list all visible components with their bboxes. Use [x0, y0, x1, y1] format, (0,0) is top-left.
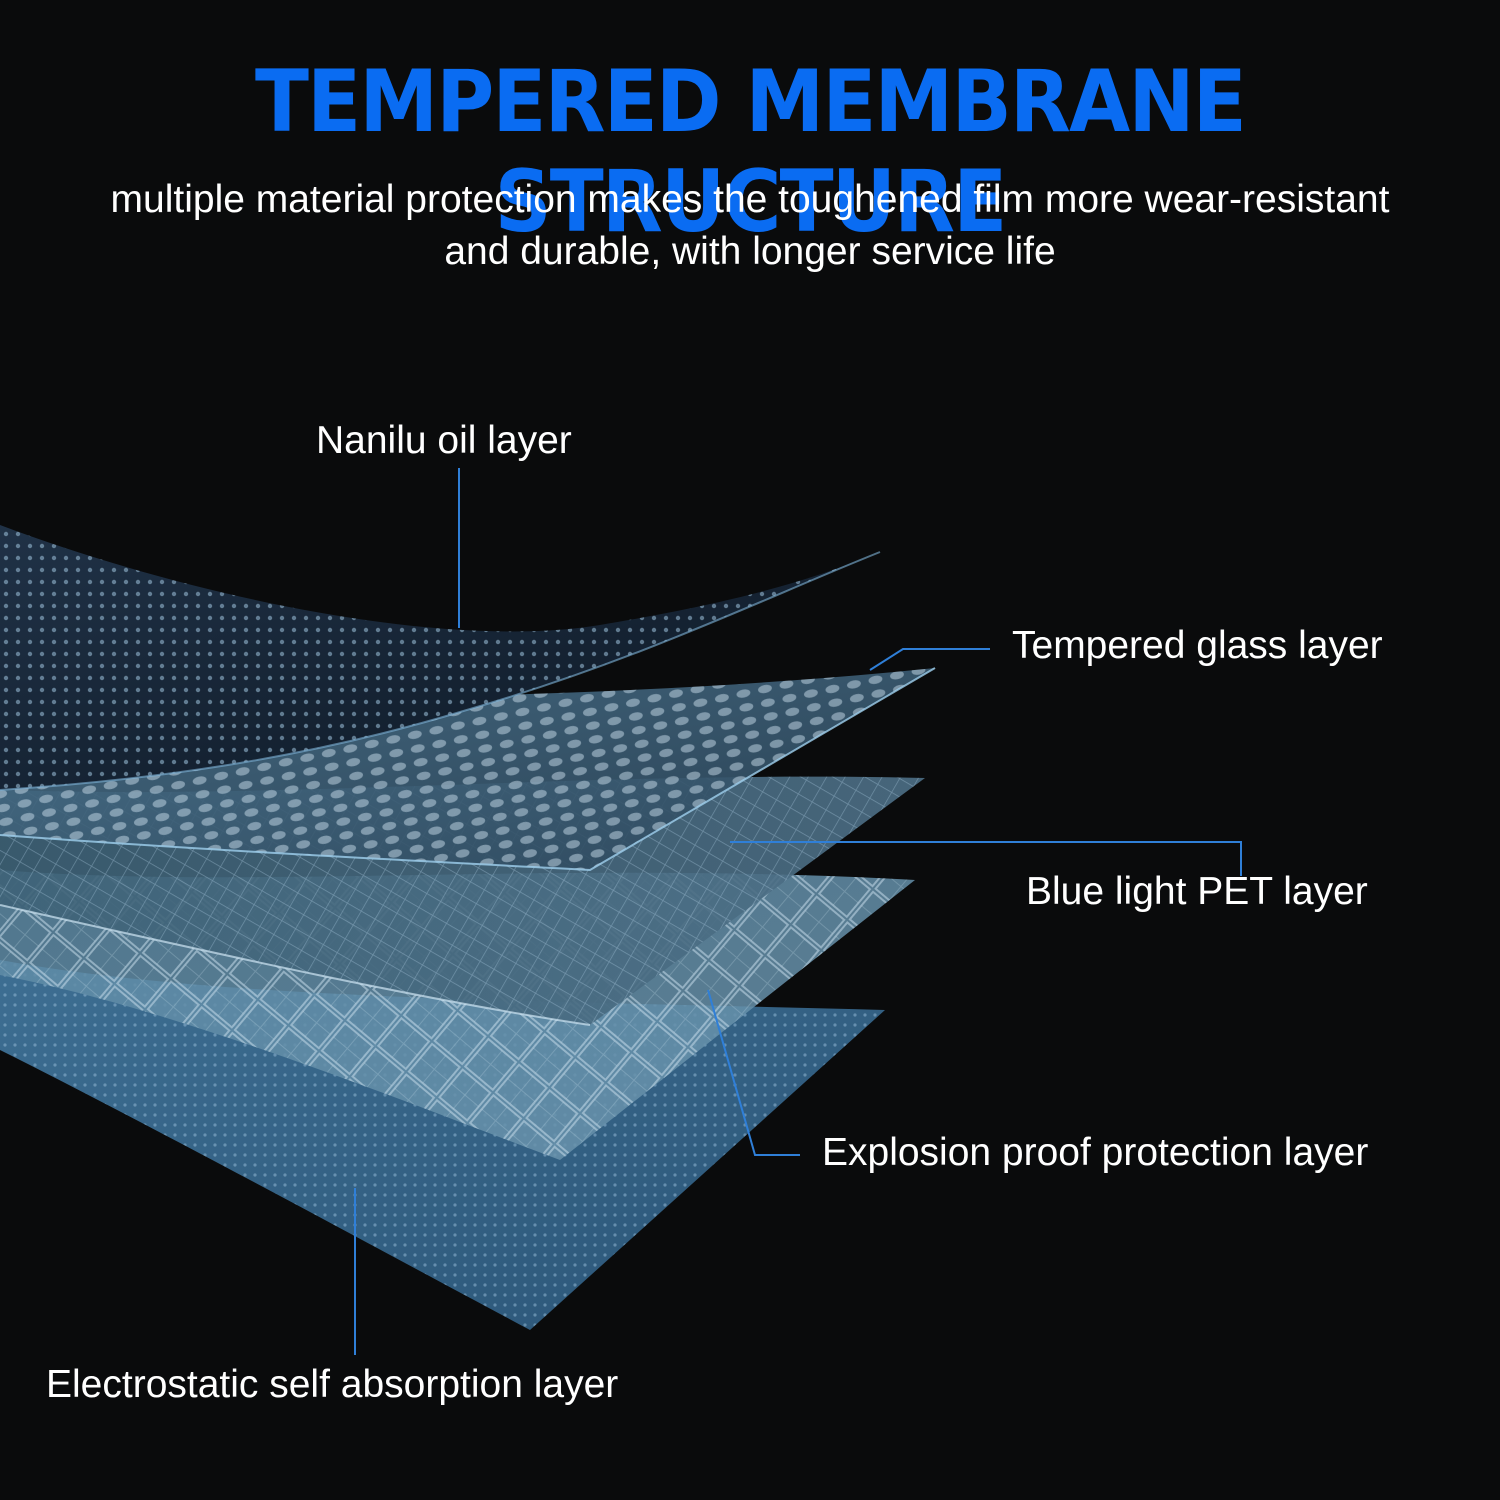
tempered-glass-layer-label: Tempered glass layer [1012, 624, 1383, 667]
page-title: TEMPERED MEMBRANE STRUCTURE [255, 52, 1247, 252]
blue-light-pet-layer-label: Blue light PET layer [1026, 870, 1368, 913]
explosion-leader-line [707, 989, 800, 1156]
bluelight-leader-line [730, 841, 1242, 876]
electrostatic-layer-label: Electrostatic self absorption layer [46, 1363, 619, 1406]
page-subtitle: multiple material protection makes the t… [0, 174, 1500, 278]
subtitle-line-2: and durable, with longer service life [444, 230, 1056, 273]
explosion-proof-layer-label: Explosion proof protection layer [822, 1131, 1369, 1174]
subtitle-line-1: multiple material protection makes the t… [110, 178, 1390, 221]
nanilu-oil-layer-label: Nanilu oil layer [316, 419, 572, 462]
tempered-leader-line [869, 648, 990, 671]
